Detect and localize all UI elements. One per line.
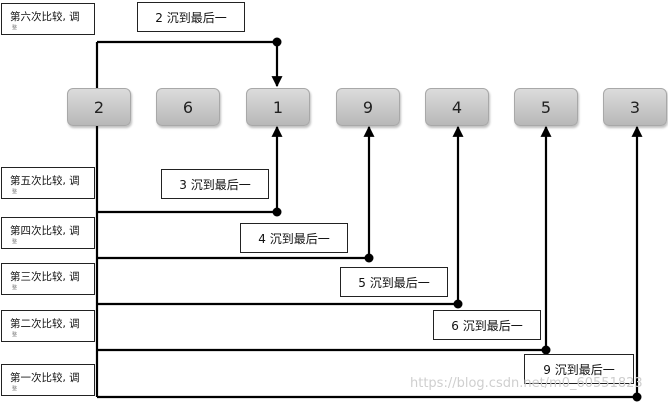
junction-dot <box>364 253 374 263</box>
pass-label: 第六次比较, 调 整 <box>1 3 95 35</box>
pass-label-text: 第五次比较, 调 <box>10 175 80 187</box>
sink-label: 9 沉到最后一 <box>524 354 634 384</box>
array-node: 2 <box>67 88 131 126</box>
pass-label-sub: 整 <box>12 189 18 195</box>
array-node: 1 <box>246 88 310 126</box>
pass-label: 第二次比较, 调 整 <box>1 310 95 342</box>
array-node: 9 <box>336 88 400 126</box>
pass-label-text: 第二次比较, 调 <box>10 318 80 330</box>
pass-label-text: 第三次比较, 调 <box>10 271 80 283</box>
pass-label-sub: 整 <box>12 239 18 245</box>
pass-label-sub: 整 <box>12 285 18 291</box>
array-node: 5 <box>514 88 578 126</box>
connector-pass-6 <box>97 40 283 88</box>
sink-label: 2 沉到最后一 <box>137 2 245 32</box>
array-node: 6 <box>156 88 220 126</box>
pass-label-sub: 整 <box>12 332 18 338</box>
pass-label-text: 第六次比较, 调 <box>10 11 80 23</box>
pass-label: 第四次比较, 调 整 <box>1 217 95 249</box>
pass-label: 第一次比较, 调 整 <box>1 364 95 396</box>
pass-label: 第五次比较, 调 整 <box>1 167 95 199</box>
junction-dot <box>453 299 463 309</box>
sink-label: 3 沉到最后一 <box>161 169 269 199</box>
pass-label-sub: 整 <box>12 25 18 31</box>
array-node: 3 <box>603 88 667 126</box>
junction-dot <box>272 207 282 217</box>
junction-dot <box>541 345 551 355</box>
pass-label-sub: 整 <box>12 386 18 392</box>
pass-label: 第三次比较, 调 整 <box>1 263 95 295</box>
sink-label: 4 沉到最后一 <box>240 223 348 253</box>
array-node: 4 <box>425 88 489 126</box>
pass-label-text: 第一次比较, 调 <box>10 372 80 384</box>
sink-label: 5 沉到最后一 <box>340 267 448 297</box>
watermark: https://blog.csdn.net/m0_60551823 <box>410 376 643 391</box>
sink-label: 6 沉到最后一 <box>433 310 541 340</box>
junction-dot <box>272 37 282 47</box>
junction-dot <box>632 392 642 402</box>
pass-label-text: 第四次比较, 调 <box>10 225 80 237</box>
